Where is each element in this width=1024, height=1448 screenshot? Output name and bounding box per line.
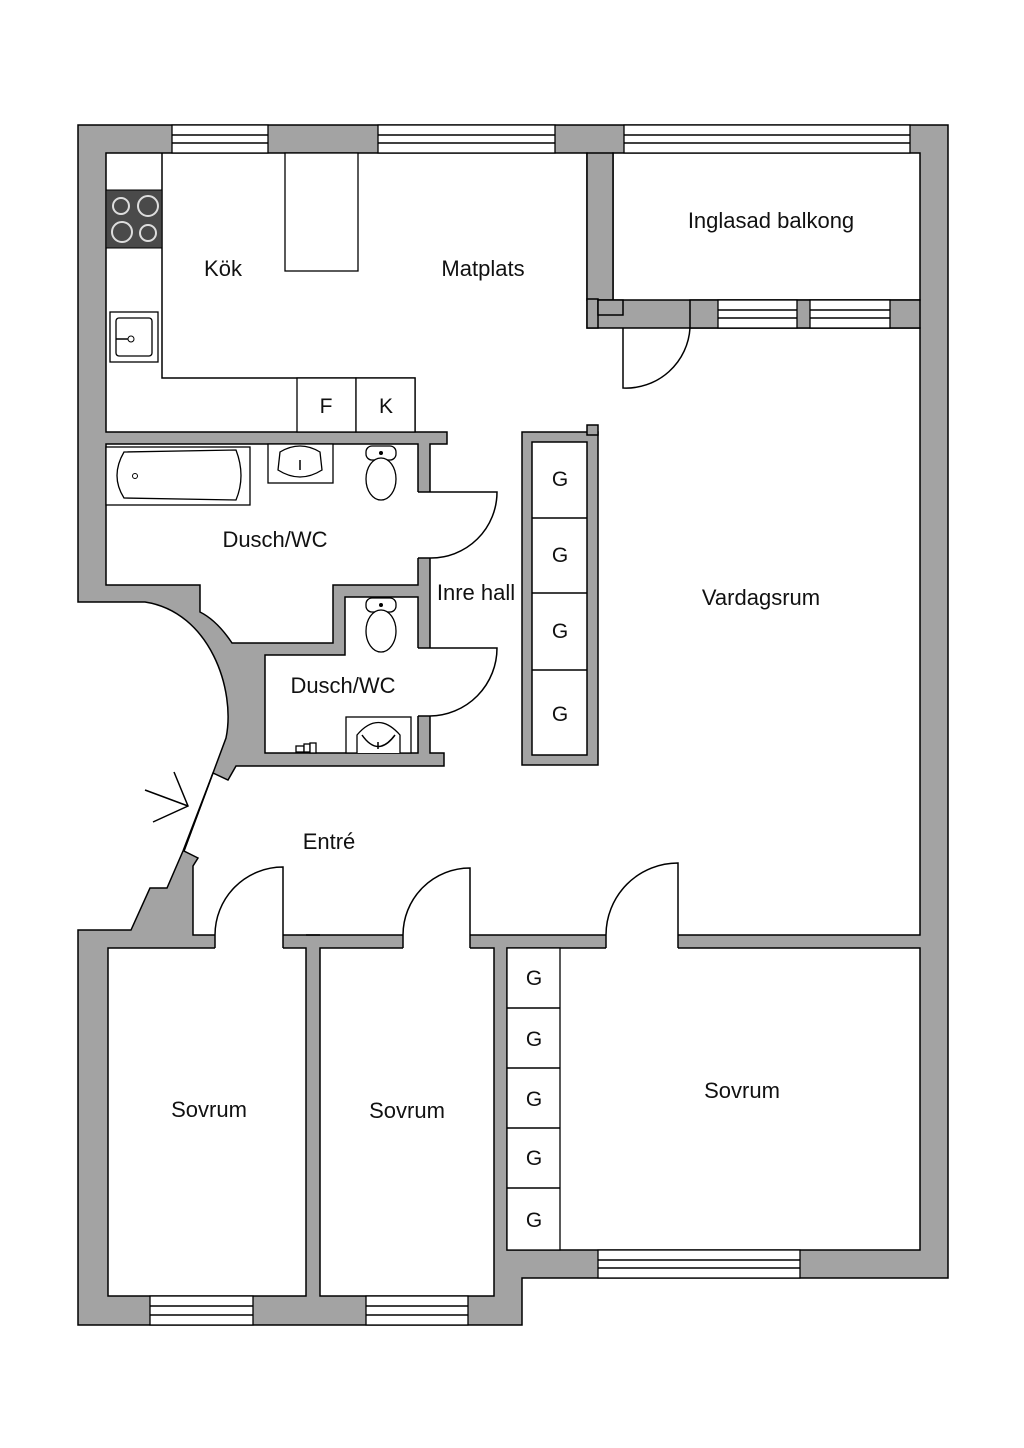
room-label-bedroom-3: Sovrum (704, 1078, 780, 1103)
open-area (105, 152, 921, 936)
door-bedroom-3[interactable] (605, 862, 679, 936)
room-label-balcony: Inglasad balkong (688, 208, 854, 233)
door-bathroom-2[interactable] (429, 647, 498, 717)
room-label-dining: Matplats (441, 256, 524, 281)
washbasin-icon (267, 443, 334, 484)
entrance-door[interactable] (183, 772, 214, 852)
closet-label: G (526, 1088, 542, 1111)
balcony-room (612, 152, 921, 301)
door-bedroom-1[interactable] (214, 866, 284, 936)
freezer-label: K (379, 395, 393, 418)
door-bedroom-2[interactable] (402, 867, 471, 936)
closet-label: G (526, 1209, 542, 1232)
door-balcony[interactable] (622, 327, 691, 389)
closet-label: G (526, 1028, 542, 1051)
bedroom-1 (107, 947, 307, 1297)
hall-closet (531, 441, 588, 756)
room-label-kitchen: Kök (204, 256, 243, 281)
balcony-wall-bottom-a (597, 299, 624, 316)
room-label-living-room: Vardagsrum (702, 585, 820, 610)
fridge: F (296, 377, 357, 433)
room-label-bedroom-1: Sovrum (171, 1097, 247, 1122)
bedroom-3 (506, 947, 921, 1251)
closet-label: G (552, 703, 568, 726)
door-bathroom-1[interactable] (429, 491, 498, 559)
room-label-bathroom-1: Dusch/WC (222, 527, 327, 552)
stove-icon (105, 189, 163, 249)
room-label-bathroom-2: Dusch/WC (290, 673, 395, 698)
shower-mixer-icon (295, 742, 317, 754)
hall-wall-stub (586, 424, 599, 436)
balcony-wall-jog (586, 298, 599, 329)
fridge-label: F (320, 395, 333, 418)
washbasin-icon (345, 716, 412, 754)
closet-label: G (552, 620, 568, 643)
balcony-wall-left (586, 152, 614, 301)
closet-label: G (552, 468, 568, 491)
room-label-bedroom-2: Sovrum (369, 1098, 445, 1123)
closet-label: G (526, 967, 542, 990)
kitchen-island (284, 152, 359, 272)
toilet-icon (365, 597, 397, 653)
room-label-inner-hall: Inre hall (437, 580, 515, 605)
closet-label: G (526, 1147, 542, 1170)
windows (149, 124, 911, 1326)
closet-label: G (552, 544, 568, 567)
toilet-icon (365, 445, 397, 501)
entrance-arrow-icon (144, 771, 189, 823)
room-label-entrance: Entré (303, 829, 356, 854)
kitchen-sink-icon (109, 311, 159, 363)
bedroom-closet (506, 947, 561, 1251)
bathtub-icon (105, 446, 251, 506)
freezer: K (355, 377, 416, 433)
